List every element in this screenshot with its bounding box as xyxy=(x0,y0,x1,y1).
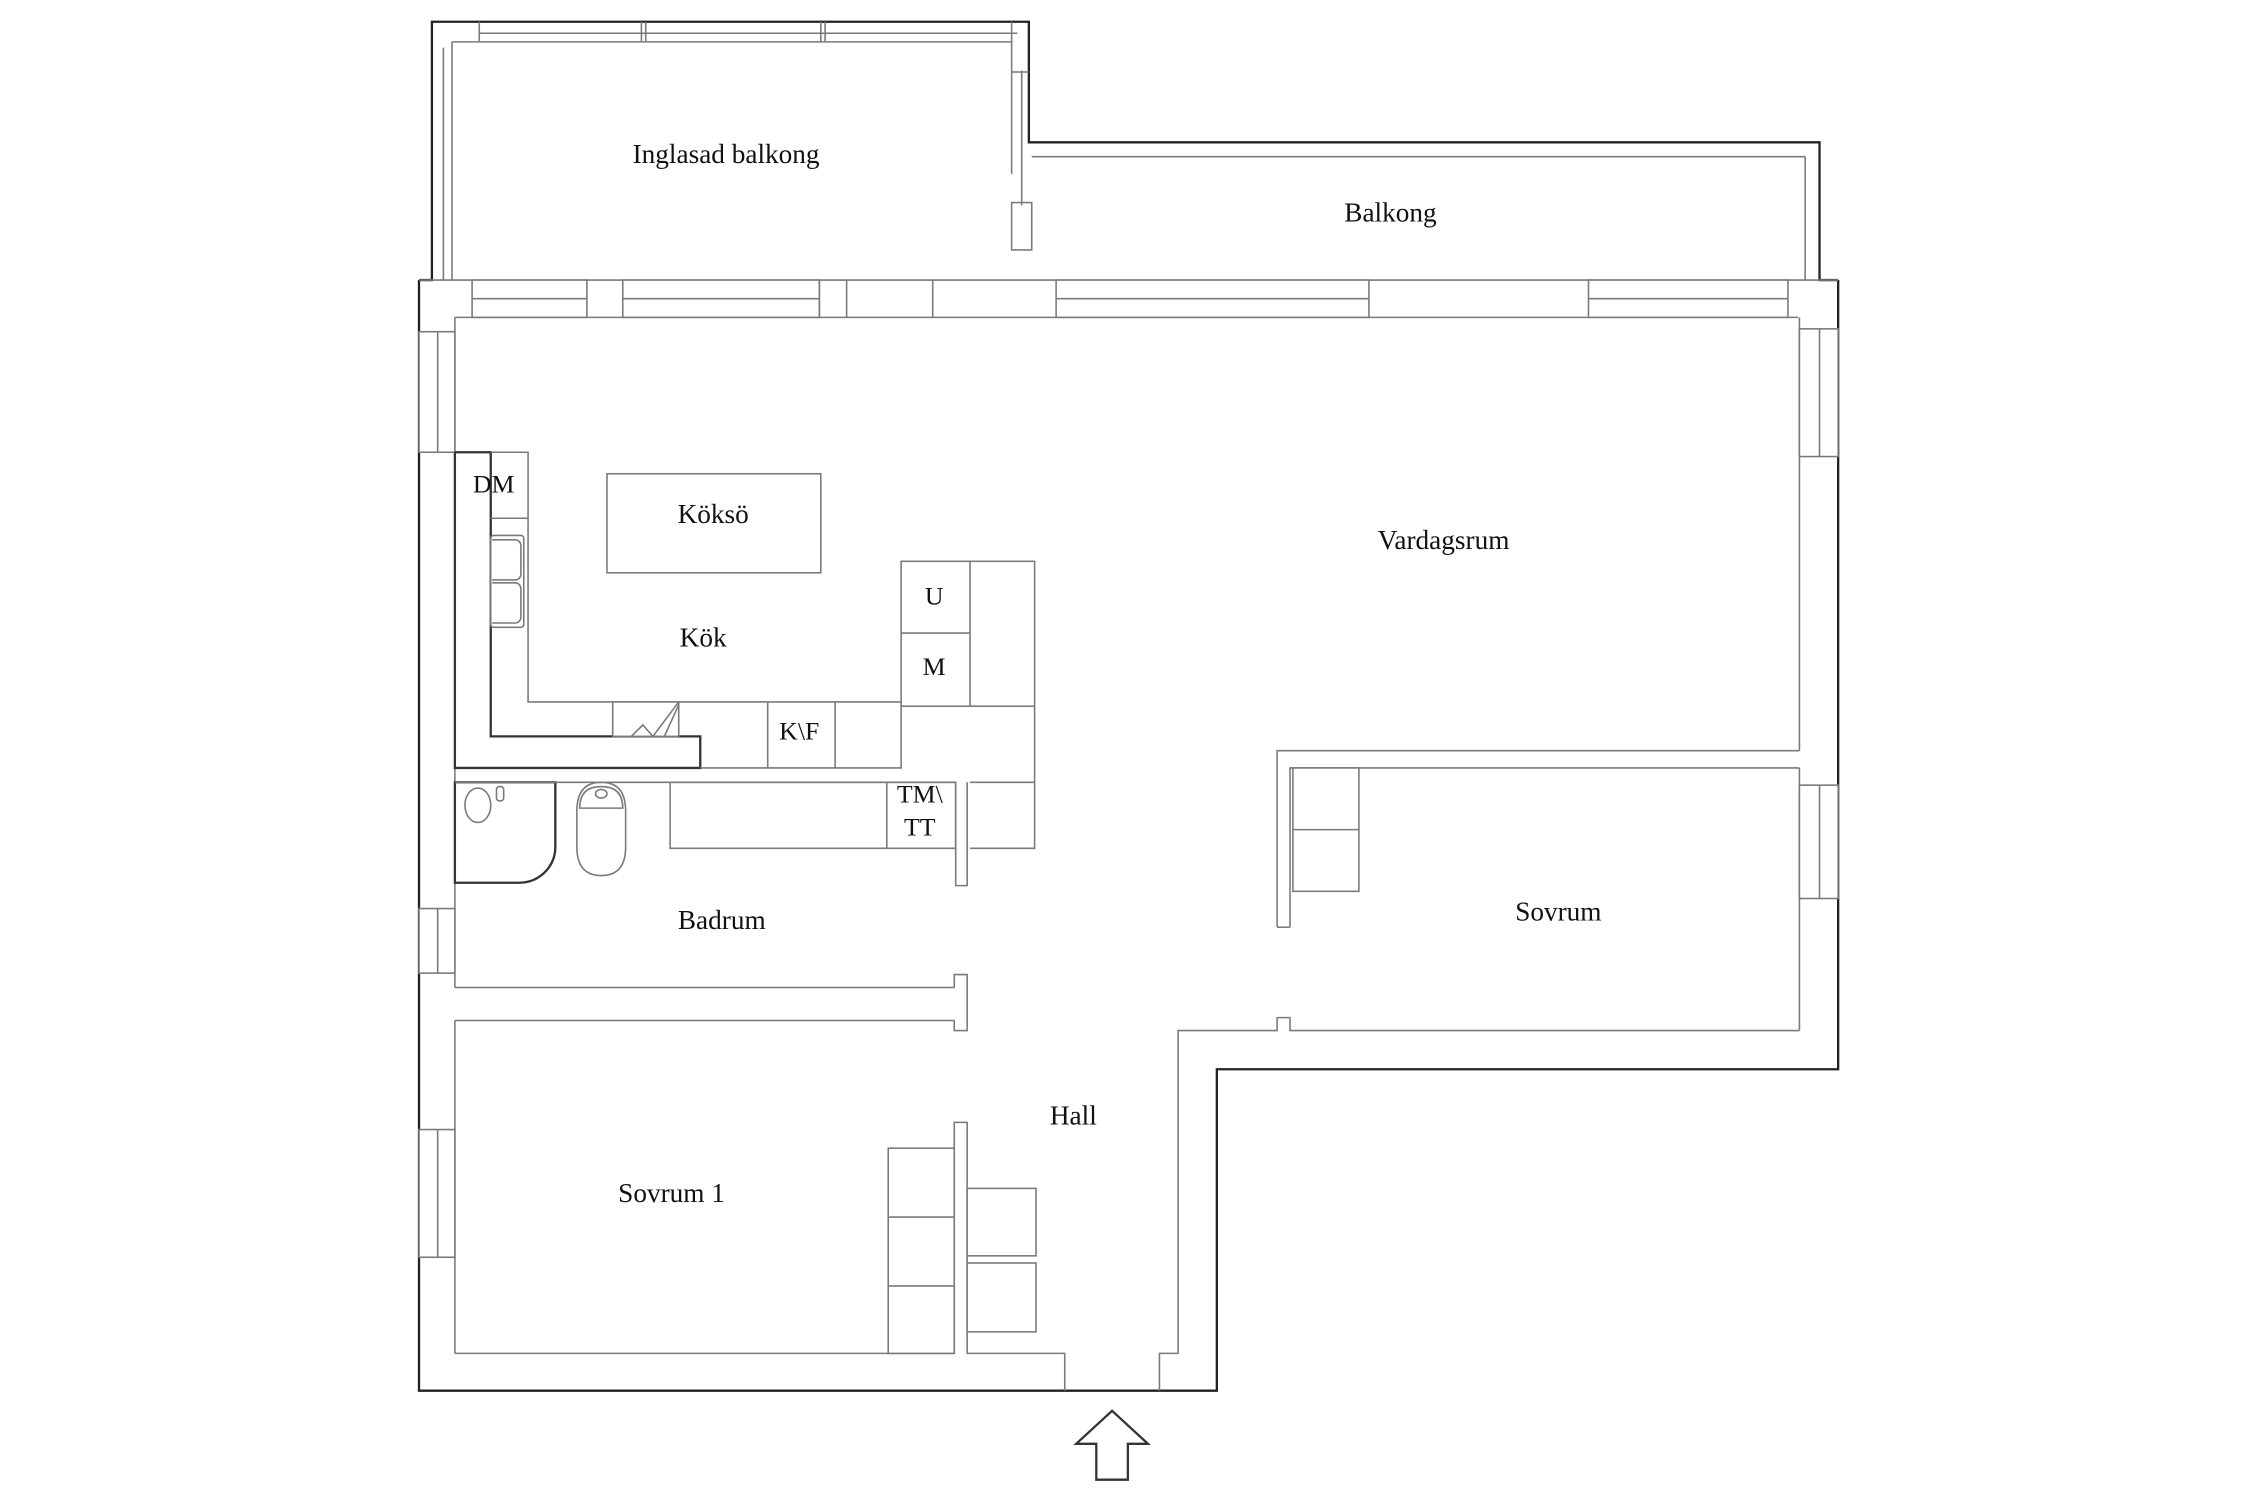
label-balkong: Balkong xyxy=(1344,198,1437,228)
label-kok: Kök xyxy=(680,622,727,652)
exterior-walls xyxy=(417,279,1840,1392)
open-balcony xyxy=(1031,155,1806,281)
label-inglasad-balkong: Inglasad balkong xyxy=(633,139,820,169)
entrance-arrow-icon xyxy=(1073,1409,1151,1481)
east-windows xyxy=(1798,317,1839,1031)
label-badrum: Badrum xyxy=(678,905,766,935)
glazed-balcony xyxy=(419,20,1839,282)
bathroom xyxy=(453,781,968,1032)
hall-wardrobes xyxy=(454,1016,1800,1391)
label-dryer: TT xyxy=(904,813,936,842)
label-sovrum-1: Sovrum 1 xyxy=(618,1178,725,1208)
label-hall: Hall xyxy=(1050,1100,1097,1130)
label-kokso: Köksö xyxy=(678,499,749,529)
kitchen xyxy=(453,451,1036,850)
label-washing-machine: TM\ xyxy=(897,780,944,809)
west-windows xyxy=(418,317,456,1354)
bedroom xyxy=(1276,749,1800,929)
label-oven: U xyxy=(925,582,944,611)
label-dishwasher: DM xyxy=(473,470,515,499)
label-fridge-freezer: K\F xyxy=(779,716,819,745)
label-vardagsrum: Vardagsrum xyxy=(1378,525,1510,555)
north-windows xyxy=(454,279,1798,319)
kitchen-island xyxy=(606,472,822,574)
label-sovrum: Sovrum xyxy=(1515,897,1601,927)
label-microwave: M xyxy=(923,652,946,681)
